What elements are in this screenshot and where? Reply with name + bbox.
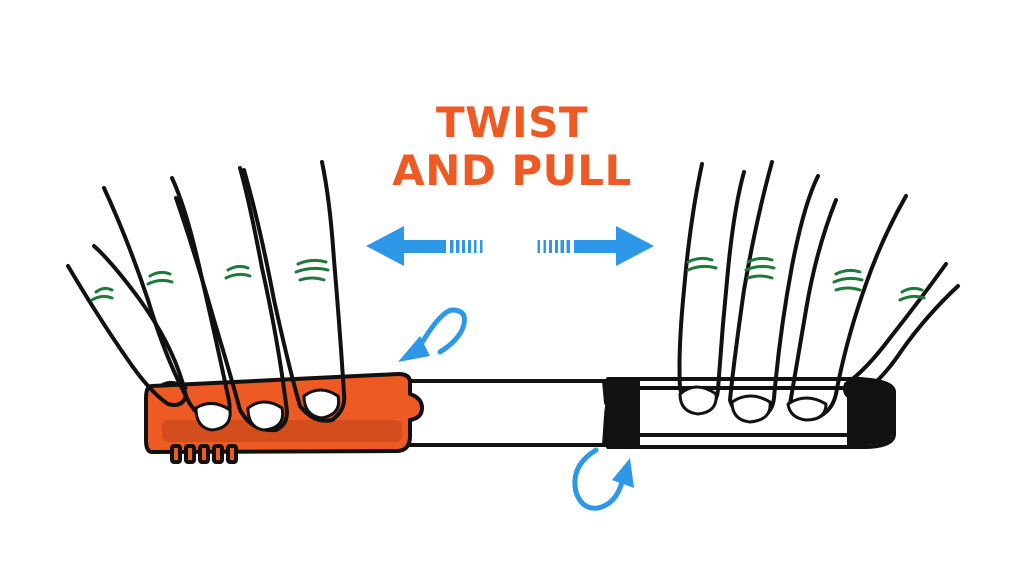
arrow-left-dashed-icon xyxy=(366,226,483,266)
tube-middle xyxy=(398,379,624,447)
rotate-arrow-icon xyxy=(572,447,634,511)
headline-line-2: AND PULL xyxy=(392,146,632,195)
arrow-right-dashed-icon xyxy=(537,226,654,266)
right-hand xyxy=(677,160,960,424)
cap-ridges xyxy=(170,444,238,464)
rotate-arrow-icon xyxy=(398,307,467,362)
headline-line-1: TWIST xyxy=(435,98,588,147)
left-hand xyxy=(66,160,347,433)
